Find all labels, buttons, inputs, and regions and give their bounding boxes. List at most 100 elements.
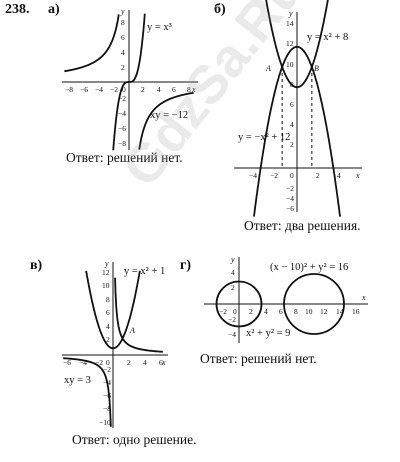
graph-a-xtick: −8 xyxy=(65,85,73,94)
graph-c-xtick: −4 xyxy=(79,358,87,367)
graph-d-ytick: −4 xyxy=(228,330,236,339)
graph-a-curve-hyperbola-right xyxy=(138,91,194,150)
graph-a-ytick: −2 xyxy=(118,94,126,103)
graph-c-ytick: −10 xyxy=(99,418,111,427)
graph-b-ytick: −2 xyxy=(286,184,294,193)
graph-d: x y −2 0 2 4 6 8 10 12 14 16 4 2 −2 −4 (… xyxy=(204,255,368,343)
graph-c-eq-hyperbola: xy = 3 xyxy=(64,375,91,386)
graph-b-curve-down xyxy=(253,45,341,217)
graph-a-ytick: 4 xyxy=(121,48,125,57)
graph-d-xtick: −2 xyxy=(219,307,227,316)
graph-d-xtick: 6 xyxy=(279,307,283,316)
graph-a-xtick: −2 xyxy=(110,85,118,94)
graph-c-ytick: −2 xyxy=(103,365,111,374)
graph-a-ytick: −4 xyxy=(118,109,126,118)
graph-c-ytick: 10 xyxy=(102,281,110,290)
graph-a-xtick: 8 xyxy=(187,85,191,94)
graph-d-xtick: 14 xyxy=(336,307,344,316)
graph-c-xtick: 2 xyxy=(127,358,131,367)
graph-a-xtick: 2 xyxy=(141,85,145,94)
graph-a-curve-hyperbola-left xyxy=(64,14,120,73)
graph-c-y-name: y xyxy=(104,259,109,268)
graph-d-circle-large xyxy=(283,273,345,335)
graph-c-ytick: 6 xyxy=(106,308,110,317)
graph-a-eq-cubic: y = x³ xyxy=(147,22,172,33)
graph-b-ytick: 14 xyxy=(286,19,294,28)
graph-a-ytick: 6 xyxy=(121,33,125,42)
graph-a-xtick: 0 xyxy=(122,85,126,94)
graph-b-eq-up: y = x² + 8 xyxy=(307,32,348,43)
part-d-label: г) xyxy=(180,258,192,273)
graph-a-xtick: −4 xyxy=(95,85,103,94)
graph-c-ytick: −8 xyxy=(103,404,111,413)
graph-b-eq-down: y = −x² + 12 xyxy=(238,132,290,143)
graph-b-x-name: x xyxy=(355,171,360,180)
graph-b-ytick: 8 xyxy=(290,80,294,89)
graph-b: x y −4 −2 0 2 4 14 12 10 8 6 4 2 −2 −4 −… xyxy=(234,0,362,217)
graph-c-xtick: −2 xyxy=(95,358,103,367)
graph-a-y-name: y xyxy=(120,7,125,16)
part-a-answer: Ответ: решений нет. xyxy=(66,150,183,165)
graph-d-eq-small: x² + y² = 9 xyxy=(246,328,290,339)
graph-a-xtick: 4 xyxy=(157,85,161,94)
graph-b-ytick: −4 xyxy=(286,194,294,203)
part-b-label: б) xyxy=(214,2,226,17)
graph-a-ytick: −8 xyxy=(118,139,126,148)
graph-a-ytick: 8 xyxy=(121,18,125,27)
graph-a-x-name: x xyxy=(191,85,196,94)
graph-a-ytick: −6 xyxy=(118,124,126,133)
graph-c: x y −6 −4 −2 0 2 4 6 12 10 8 6 4 2 −2 −4… xyxy=(62,259,168,428)
graph-c-xtick: 0 xyxy=(106,358,110,367)
graph-a-eq-hyperbola: xy = −12 xyxy=(150,110,188,121)
graph-c-xtick: 4 xyxy=(143,358,147,367)
graph-b-y-name: y xyxy=(288,9,293,18)
part-c-answer: Ответ: одно решение. xyxy=(72,432,197,447)
graph-c-curve-parabola xyxy=(85,270,141,350)
graph-d-x-name: x xyxy=(361,293,366,302)
graph-d-eq-large: (x − 10)² + y² = 16 xyxy=(270,262,348,273)
graph-d-xtick: 12 xyxy=(320,307,328,316)
graph-c-x-name: x xyxy=(161,358,166,367)
part-d-answer: Ответ: решений нет. xyxy=(200,351,317,366)
graph-a-xtick: −6 xyxy=(80,85,88,94)
graph-b-xtick: −2 xyxy=(270,171,278,180)
graph-b-xtick: −4 xyxy=(249,171,257,180)
graph-b-ytick: −6 xyxy=(286,204,294,213)
part-a-label: а) xyxy=(48,2,60,17)
graph-c-ytick: −4 xyxy=(103,378,111,387)
graph-c-point-a: A xyxy=(129,326,135,335)
graph-b-ytick: 4 xyxy=(290,120,294,129)
part-c-label: в) xyxy=(30,258,43,273)
graph-b-ytick: 10 xyxy=(286,60,294,69)
graph-d-xtick: 4 xyxy=(264,307,268,316)
graph-c-ytick: 8 xyxy=(106,295,110,304)
graph-d-xtick: 8 xyxy=(294,307,298,316)
graph-c-ytick: 4 xyxy=(106,322,110,331)
graph-b-point-a: A xyxy=(265,64,271,73)
graph-b-curve-up xyxy=(265,0,329,89)
graph-d-xtick: 2 xyxy=(249,307,253,316)
graph-d-xtick: 0 xyxy=(233,307,237,316)
graph-a: x y −8 −6 −4 −2 0 2 4 6 8 8 6 4 2 −2 −4 … xyxy=(62,7,198,151)
graph-b-ytick: 6 xyxy=(290,100,294,109)
graph-b-ytick: 2 xyxy=(290,140,294,149)
graph-a-xtick: 6 xyxy=(172,85,176,94)
problem-number: 238. xyxy=(5,2,30,17)
graph-d-y-name: y xyxy=(230,255,235,264)
graph-d-xtick: 16 xyxy=(352,307,360,316)
graph-d-xtick: 10 xyxy=(305,307,313,316)
graph-c-ytick: −6 xyxy=(103,391,111,400)
graph-c-eq-parabola: y = x² + 1 xyxy=(124,266,165,277)
graph-c-curve-hyperbola-right xyxy=(114,277,163,353)
graph-b-ytick: 12 xyxy=(286,39,294,48)
part-b-answer: Ответ: два решения. xyxy=(244,218,361,233)
graph-d-ytick: 4 xyxy=(231,268,235,277)
graph-c-curve-hyperbola-left xyxy=(63,357,112,427)
graph-a-ytick: 2 xyxy=(121,63,125,72)
graph-c-xtick: −6 xyxy=(63,358,71,367)
graph-b-point-b: B xyxy=(314,64,319,73)
graph-c-ytick: 12 xyxy=(102,268,110,277)
graph-c-xtick: 6 xyxy=(159,358,163,367)
